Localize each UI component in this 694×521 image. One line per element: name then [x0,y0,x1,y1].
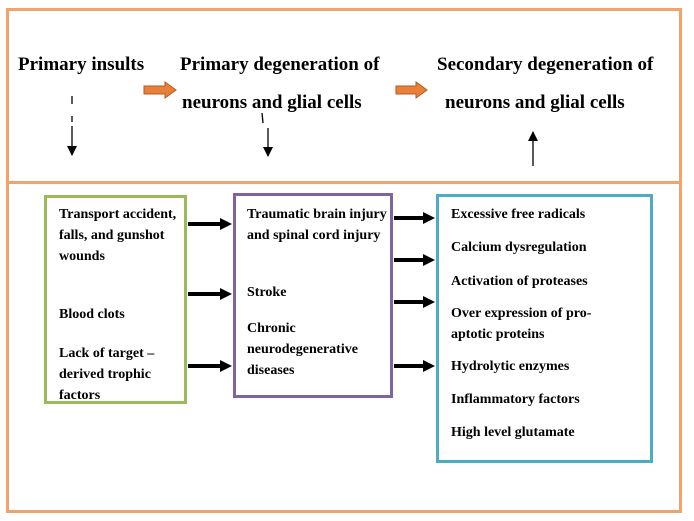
arrow-causes-to-conditions-3 [188,360,232,372]
orange-arrow-1 [143,81,177,99]
arrow-conditions-to-mechanisms-4 [394,360,435,372]
mechanism-item: Over expression of pro-aptotic proteins [451,306,592,342]
arrow-causes-to-conditions-1 [188,218,232,230]
arrow-conditions-to-mechanisms-1 [394,212,435,224]
mechanism-item: High level glutamate [451,425,575,440]
mechanism-item: Excessive free radicals [451,207,586,222]
mechanism-item: Hydrolytic enzymes [451,359,570,374]
orange-arrow-2 [395,81,428,99]
mechanisms-box: Excessive free radicals Calcium dysregul… [436,194,653,463]
arrow-conditions-to-mechanisms-3 [394,296,435,308]
down-arrow-primary-degeneration [261,112,273,157]
section-divider [6,181,682,184]
cause-item: Blood clots [59,307,125,322]
mechanism-item: Calcium dysregulation [451,240,587,255]
mechanism-item: Inflammatory factors [451,392,580,407]
primary-insults-heading: Primary insults [18,54,145,75]
arrow-conditions-to-mechanisms-2 [394,254,435,266]
mechanism-item: Activation of proteases [451,274,588,289]
condition-item: Stroke [247,285,287,300]
primary-degeneration-heading-line1: Primary degeneration of [180,54,380,75]
diagram-frame [6,8,682,513]
secondary-degeneration-heading-line1: Secondary degeneration of [437,54,654,75]
arrow-causes-to-conditions-2 [188,288,232,300]
conditions-box: Traumatic brain injury and spinal cord i… [233,193,393,398]
cause-item: Transport accident, falls, and gunshot w… [59,207,177,264]
secondary-degeneration-heading-line2: neurons and glial cells [445,92,625,113]
condition-item: Chronic neurodegenerative diseases [247,321,358,378]
cause-item: Lack of target – derived trophic factors [59,346,155,403]
condition-item: Traumatic brain injury and spinal cord i… [247,207,387,243]
primary-degeneration-heading-line2: neurons and glial cells [182,92,362,113]
causes-box: Transport accident, falls, and gunshot w… [44,195,187,404]
